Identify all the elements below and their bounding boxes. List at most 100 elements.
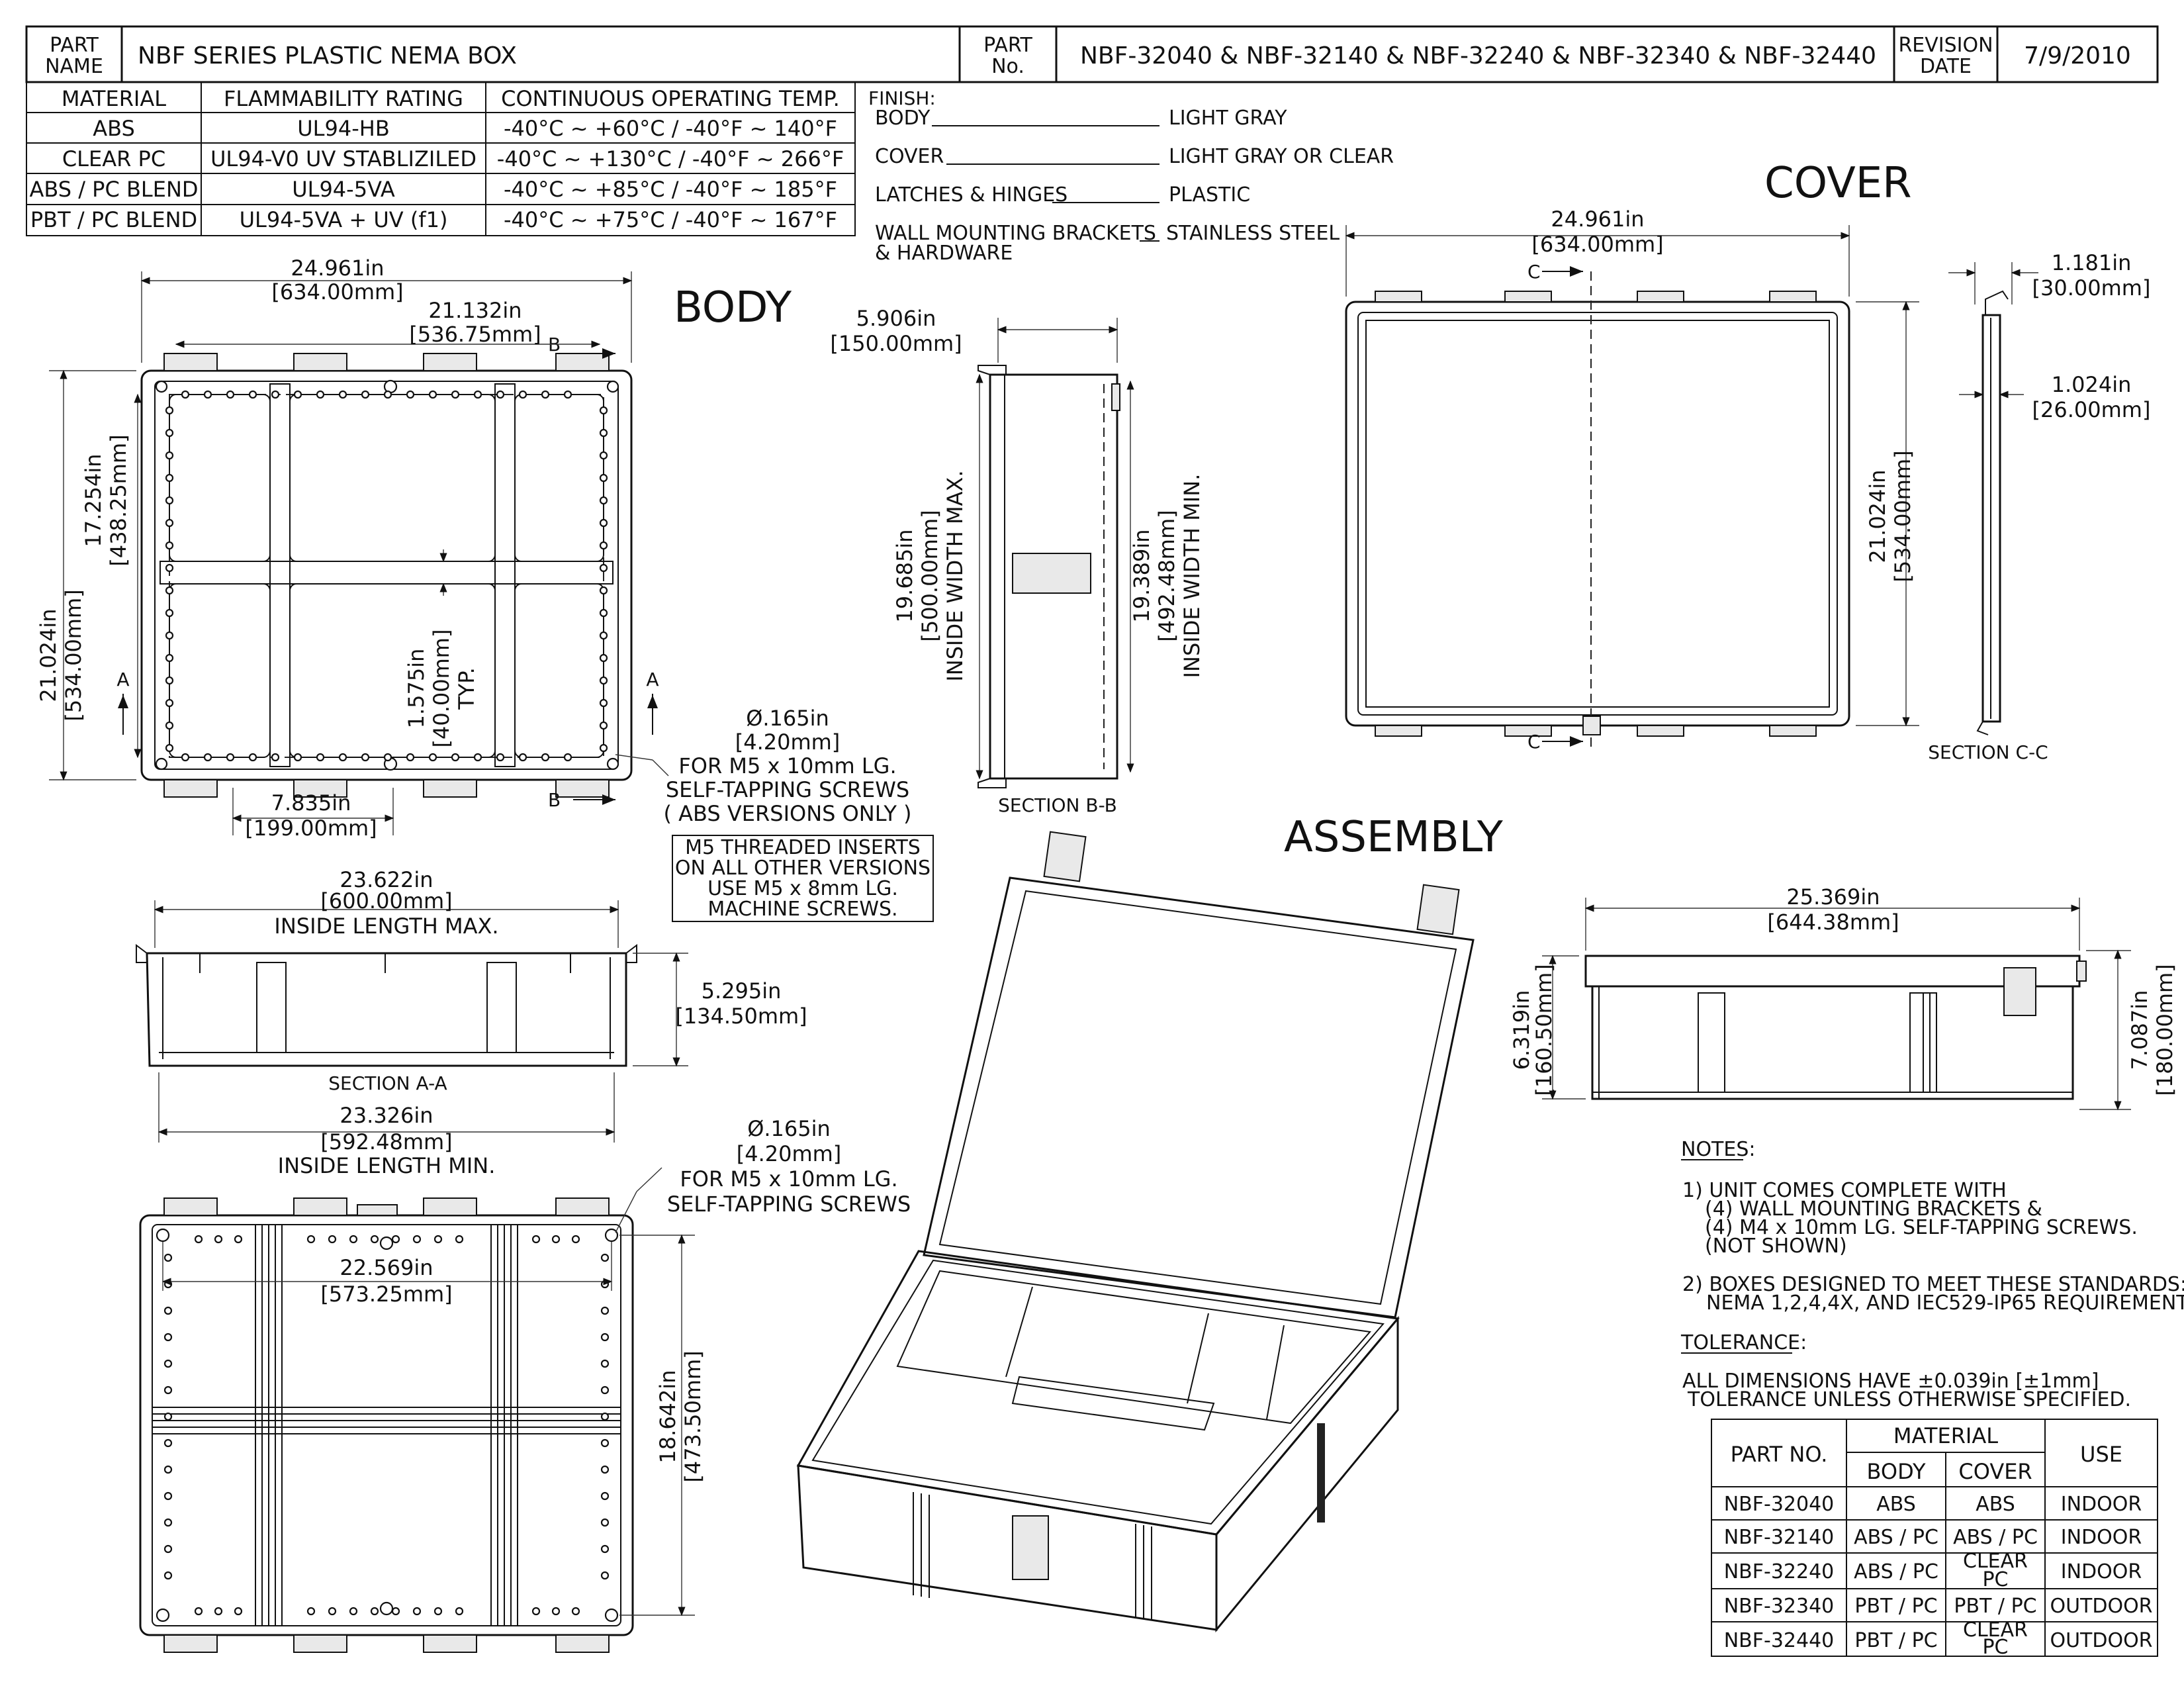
hole-note: SELF-TAPPING SCREWS <box>667 1192 911 1217</box>
parts-cell-cover: ABS / PC <box>1953 1526 2038 1549</box>
screw-hole <box>338 390 347 399</box>
dim-text: 23.622in <box>340 867 433 892</box>
parts-cell-body: PBT / PC <box>1854 1629 1937 1652</box>
screw-hole <box>165 473 174 483</box>
dim-text: 5.295in <box>702 978 782 1004</box>
screw-hole <box>599 518 608 528</box>
parts-cell-cover: PC <box>1982 1568 2008 1591</box>
screw-hole <box>165 428 174 438</box>
hole-note: Ø.165in <box>747 1116 831 1141</box>
screw-hole <box>599 541 608 550</box>
screw-hole <box>563 390 572 399</box>
temp-cell: -40°C ~ +75°C / -40°F ~ 167°F <box>504 207 837 232</box>
screw-hole <box>163 1518 173 1527</box>
material-header: MATERIAL <box>62 86 166 111</box>
screw-hole <box>361 753 370 762</box>
dim-text: 1.181in <box>2052 250 2132 275</box>
dim-text: 1.024in <box>2052 372 2132 397</box>
parts-cell-cover: ABS <box>1976 1493 2015 1516</box>
dim-text: 1.575in <box>404 649 429 729</box>
parts-cell-cover: CLEAR <box>1963 1618 2028 1642</box>
parts-header-material: MATERIAL <box>1893 1423 1998 1448</box>
part-no-label-1: PART <box>983 34 1032 57</box>
screw-hole <box>600 1438 610 1448</box>
screw-hole <box>165 743 174 753</box>
screw-hole <box>433 1235 443 1244</box>
body-top-view: A A B B 24.961in [634.00mm] 21.132in [53… <box>36 256 934 922</box>
parts-cell-body: ABS / PC <box>1854 1526 1938 1549</box>
screw-hole <box>599 653 608 663</box>
temp-cell: -40°C ~ +60°C / -40°F ~ 140°F <box>504 116 837 141</box>
dim-text: [160.50mm] <box>1531 964 1557 1096</box>
dim-text: [473.50mm] <box>680 1350 705 1482</box>
screw-hole <box>163 1306 173 1315</box>
screw-hole <box>599 563 608 573</box>
finish-label: WALL MOUNTING BRACKETS <box>875 222 1156 245</box>
screw-hole <box>433 1607 443 1616</box>
screw-hole <box>571 1607 580 1616</box>
screw-hole <box>248 753 257 762</box>
note-line: NEMA 1,2,4,4X, AND IEC529-IP65 REQUIREME… <box>1706 1291 2184 1315</box>
screw-hole <box>165 721 174 730</box>
screw-hole <box>599 451 608 460</box>
parts-cell-cover: PC <box>1982 1636 2008 1659</box>
revision-date: 7/9/2010 <box>2024 42 2131 70</box>
cover-view-title: COVER <box>1764 159 1912 208</box>
screw-hole <box>599 586 608 595</box>
screw-hole <box>551 1607 561 1616</box>
screw-hole <box>163 1253 173 1262</box>
insert-note: M5 THREADED INSERTS <box>685 836 921 859</box>
finish-block: FINISH: BODY LIGHT GRAY COVER LIGHT GRAY… <box>868 87 1394 265</box>
screw-hole <box>163 1465 173 1474</box>
finish-value: STAINLESS STEEL <box>1166 222 1340 245</box>
parts-row: NBF-32340 PBT / PC PBT / PC OUTDOOR <box>1724 1595 2153 1618</box>
screw-hole <box>600 1412 610 1421</box>
dim-text: [600.00mm] <box>320 888 452 914</box>
dim-text: [644.38mm] <box>1767 910 1899 935</box>
finish-extra: & HARDWARE <box>875 242 1013 265</box>
dim-text: [134.50mm] <box>675 1004 807 1029</box>
parts-cell-part: NBF-32440 <box>1724 1629 1835 1652</box>
screw-hole <box>541 390 550 399</box>
dim-text: 22.569in <box>340 1255 433 1280</box>
screw-hole <box>163 1571 173 1580</box>
dim-text: INSIDE WIDTH MAX. <box>942 470 968 681</box>
section-mark-c: C <box>1527 731 1541 753</box>
screw-hole <box>163 1359 173 1368</box>
screw-hole <box>599 743 608 753</box>
dim-text: [534.00mm] <box>1890 450 1915 582</box>
finish-value: LIGHT GRAY OR CLEAR <box>1169 145 1394 168</box>
screw-hole <box>163 1333 173 1342</box>
screw-hole <box>328 1235 337 1244</box>
finish-label: BODY <box>875 107 931 130</box>
screw-hole <box>600 1465 610 1474</box>
part-name-label-1: PART <box>50 34 99 57</box>
screw-hole <box>496 753 505 762</box>
dim-text: [40.00mm] <box>429 630 454 748</box>
section-b-b-label: SECTION B-B <box>998 794 1117 816</box>
dim-text: [573.25mm] <box>320 1282 452 1307</box>
screw-hole <box>406 390 415 399</box>
assembly-view-title: ASSEMBLY <box>1284 813 1504 862</box>
dim-text: 7.087in <box>2127 990 2152 1070</box>
dim-text: 6.319in <box>1509 990 1534 1070</box>
section-c-c: SECTION C-C 1.181in [30.00mm] 1.024in [2… <box>1928 250 2150 763</box>
dim-text: TYP. <box>454 667 479 710</box>
screw-hole <box>571 1235 580 1244</box>
screw-hole <box>599 428 608 438</box>
screw-hole <box>370 1235 379 1244</box>
dim-text: 21.132in <box>428 298 522 323</box>
note-line: (4) WALL MOUNTING BRACKETS & <box>1705 1197 2042 1221</box>
title-block: PART NAME NBF SERIES PLASTIC NEMA BOX PA… <box>25 25 2159 83</box>
note-line: (4) M4 x 10mm LG. SELF-TAPPING SCREWS. <box>1705 1216 2138 1239</box>
flammability-header: FLAMMABILITY RATING <box>224 86 463 111</box>
screw-hole <box>370 1607 379 1616</box>
screw-hole <box>271 390 280 399</box>
screw-hole <box>165 653 174 663</box>
section-b-b: SECTION B-B 5.906in [150.00mm] 19.685in … <box>830 306 1205 816</box>
dim-text: 7.835in <box>271 790 351 816</box>
flammability-cell: UL94-V0 UV STABLIZILED <box>210 146 477 171</box>
screw-hole <box>165 518 174 528</box>
dim-text: [634.00mm] <box>271 279 403 305</box>
